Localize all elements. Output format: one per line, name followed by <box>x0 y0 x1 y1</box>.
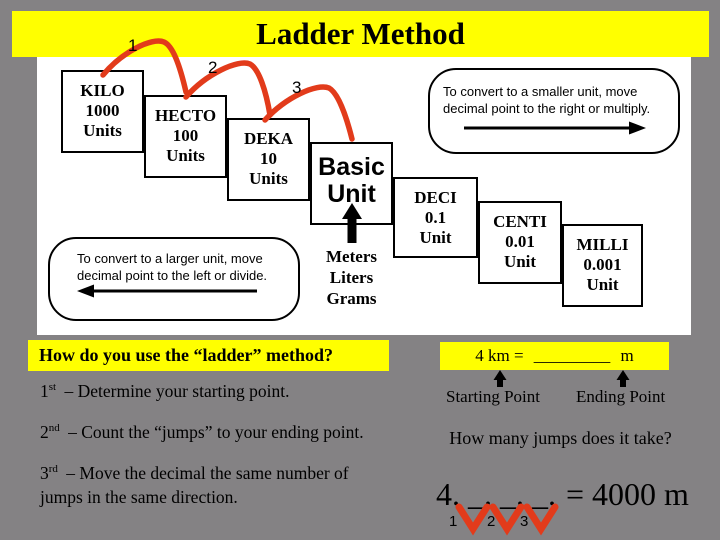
unit-factor: 1000 <box>85 101 120 120</box>
problem-prefix: 4 km = <box>475 346 524 365</box>
starting-point-label: Starting Point <box>446 387 540 406</box>
unit-word: Unit <box>503 252 537 271</box>
ladder-box-centi: CENTI 0.01 Unit <box>478 201 562 284</box>
unit-word: Unit <box>419 228 452 247</box>
equation-result: = 4000 m <box>566 476 689 512</box>
unit-prefix: HECTO <box>154 106 217 125</box>
ladder-box-deka: DEKA 10 Units <box>227 118 310 201</box>
unit-word: Units <box>166 146 205 165</box>
callout-convert-smaller: To convert to a smaller unit, move decim… <box>428 68 680 154</box>
callout-convert-larger: To convert to a larger unit, move decima… <box>48 237 300 321</box>
ladder-box-deci: DECI 0.1 Unit <box>393 177 478 258</box>
jump-label-3: 3 <box>292 78 302 97</box>
unit-prefix: DEKA <box>243 129 294 148</box>
page-title: Ladder Method <box>256 16 465 51</box>
unit-prefix: KILO <box>80 81 125 100</box>
callout-text-line: decimal point to the right or multiply. <box>443 101 651 116</box>
ladder-box-basic-unit: Basic Unit <box>310 142 393 225</box>
jump-label-2: 2 <box>208 58 218 77</box>
jumps-question: How many jumps does it take? <box>449 428 672 448</box>
unit-prefix: DECI <box>414 188 457 207</box>
howto-step-3: 3rd – Move the decimal the same number o… <box>40 457 375 509</box>
howto-question-text: How do you use the “ladder” method? <box>39 345 334 365</box>
equation-jump-number-1: 1 <box>449 513 458 530</box>
step-ordinal: 3 <box>40 462 49 483</box>
step-ordinal-suffix: nd <box>48 422 60 434</box>
jump-label-1: 1 <box>128 36 138 55</box>
unit-prefix: CENTI <box>493 212 547 231</box>
ending-point-label: Ending Point <box>576 387 666 406</box>
ending-point-arrow-icon <box>616 370 630 387</box>
ladder-box-milli: MILLI 0.001 Unit <box>562 224 643 307</box>
equation-blanks: _. _. _. <box>468 476 556 512</box>
example-unit: Liters <box>329 268 374 287</box>
example-unit: Grams <box>326 289 377 308</box>
unit-word: Units <box>83 121 122 140</box>
example-equation: 4._. _. _. = 4000 m <box>436 476 689 512</box>
problem-suffix: m <box>620 346 634 365</box>
unit-prefix: MILLI <box>576 235 629 254</box>
step-ordinal-suffix: rd <box>48 463 58 475</box>
unit-word: Unit <box>586 275 619 294</box>
unit-factor: 0.001 <box>583 255 622 274</box>
unit-factor: 100 <box>172 126 199 145</box>
equation-jump-number-3: 3 <box>520 513 529 530</box>
step-ordinal: 1 <box>40 380 49 401</box>
ladder-box-kilo: KILO 1000 Units <box>61 70 144 153</box>
howto-step-1: 1st – Determine your starting point. <box>40 375 420 403</box>
basic-unit-label: Basic Unit <box>318 153 385 208</box>
starting-point-arrow-icon <box>493 370 507 387</box>
step-text: – Determine your starting point. <box>64 380 290 401</box>
unit-word: Units <box>249 169 288 188</box>
unit-factor: 0.1 <box>424 208 447 227</box>
step-ordinal-suffix: st <box>48 381 57 393</box>
example-problem-banner: 4 km = _________ m <box>440 342 669 370</box>
callout-text-line: decimal point to the left or divide. <box>77 268 268 283</box>
unit-factor: 0.01 <box>505 232 535 251</box>
callout-text-line: To convert to a larger unit, move <box>77 251 263 266</box>
step-text: – Move the decimal the same number of ju… <box>40 462 349 507</box>
callout-text-line: To convert to a smaller unit, move <box>443 84 638 99</box>
unit-factor: 10 <box>260 149 277 168</box>
problem-blank: _________ <box>533 346 611 365</box>
step-text: – Count the “jumps” to your ending point… <box>68 421 364 442</box>
equation-lead: 4. <box>436 476 460 512</box>
example-unit: Meters <box>326 247 377 266</box>
step-ordinal: 2 <box>40 421 49 442</box>
howto-step-2: 2nd – Count the “jumps” to your ending p… <box>40 416 440 444</box>
howto-question-banner: How do you use the “ladder” method? <box>28 340 389 371</box>
equation-jump-number-2: 2 <box>487 513 496 530</box>
ladder-box-hecto: HECTO 100 Units <box>144 95 227 178</box>
basic-unit-examples: Meters Liters Grams <box>310 246 393 309</box>
title-banner: Ladder Method <box>12 11 709 57</box>
